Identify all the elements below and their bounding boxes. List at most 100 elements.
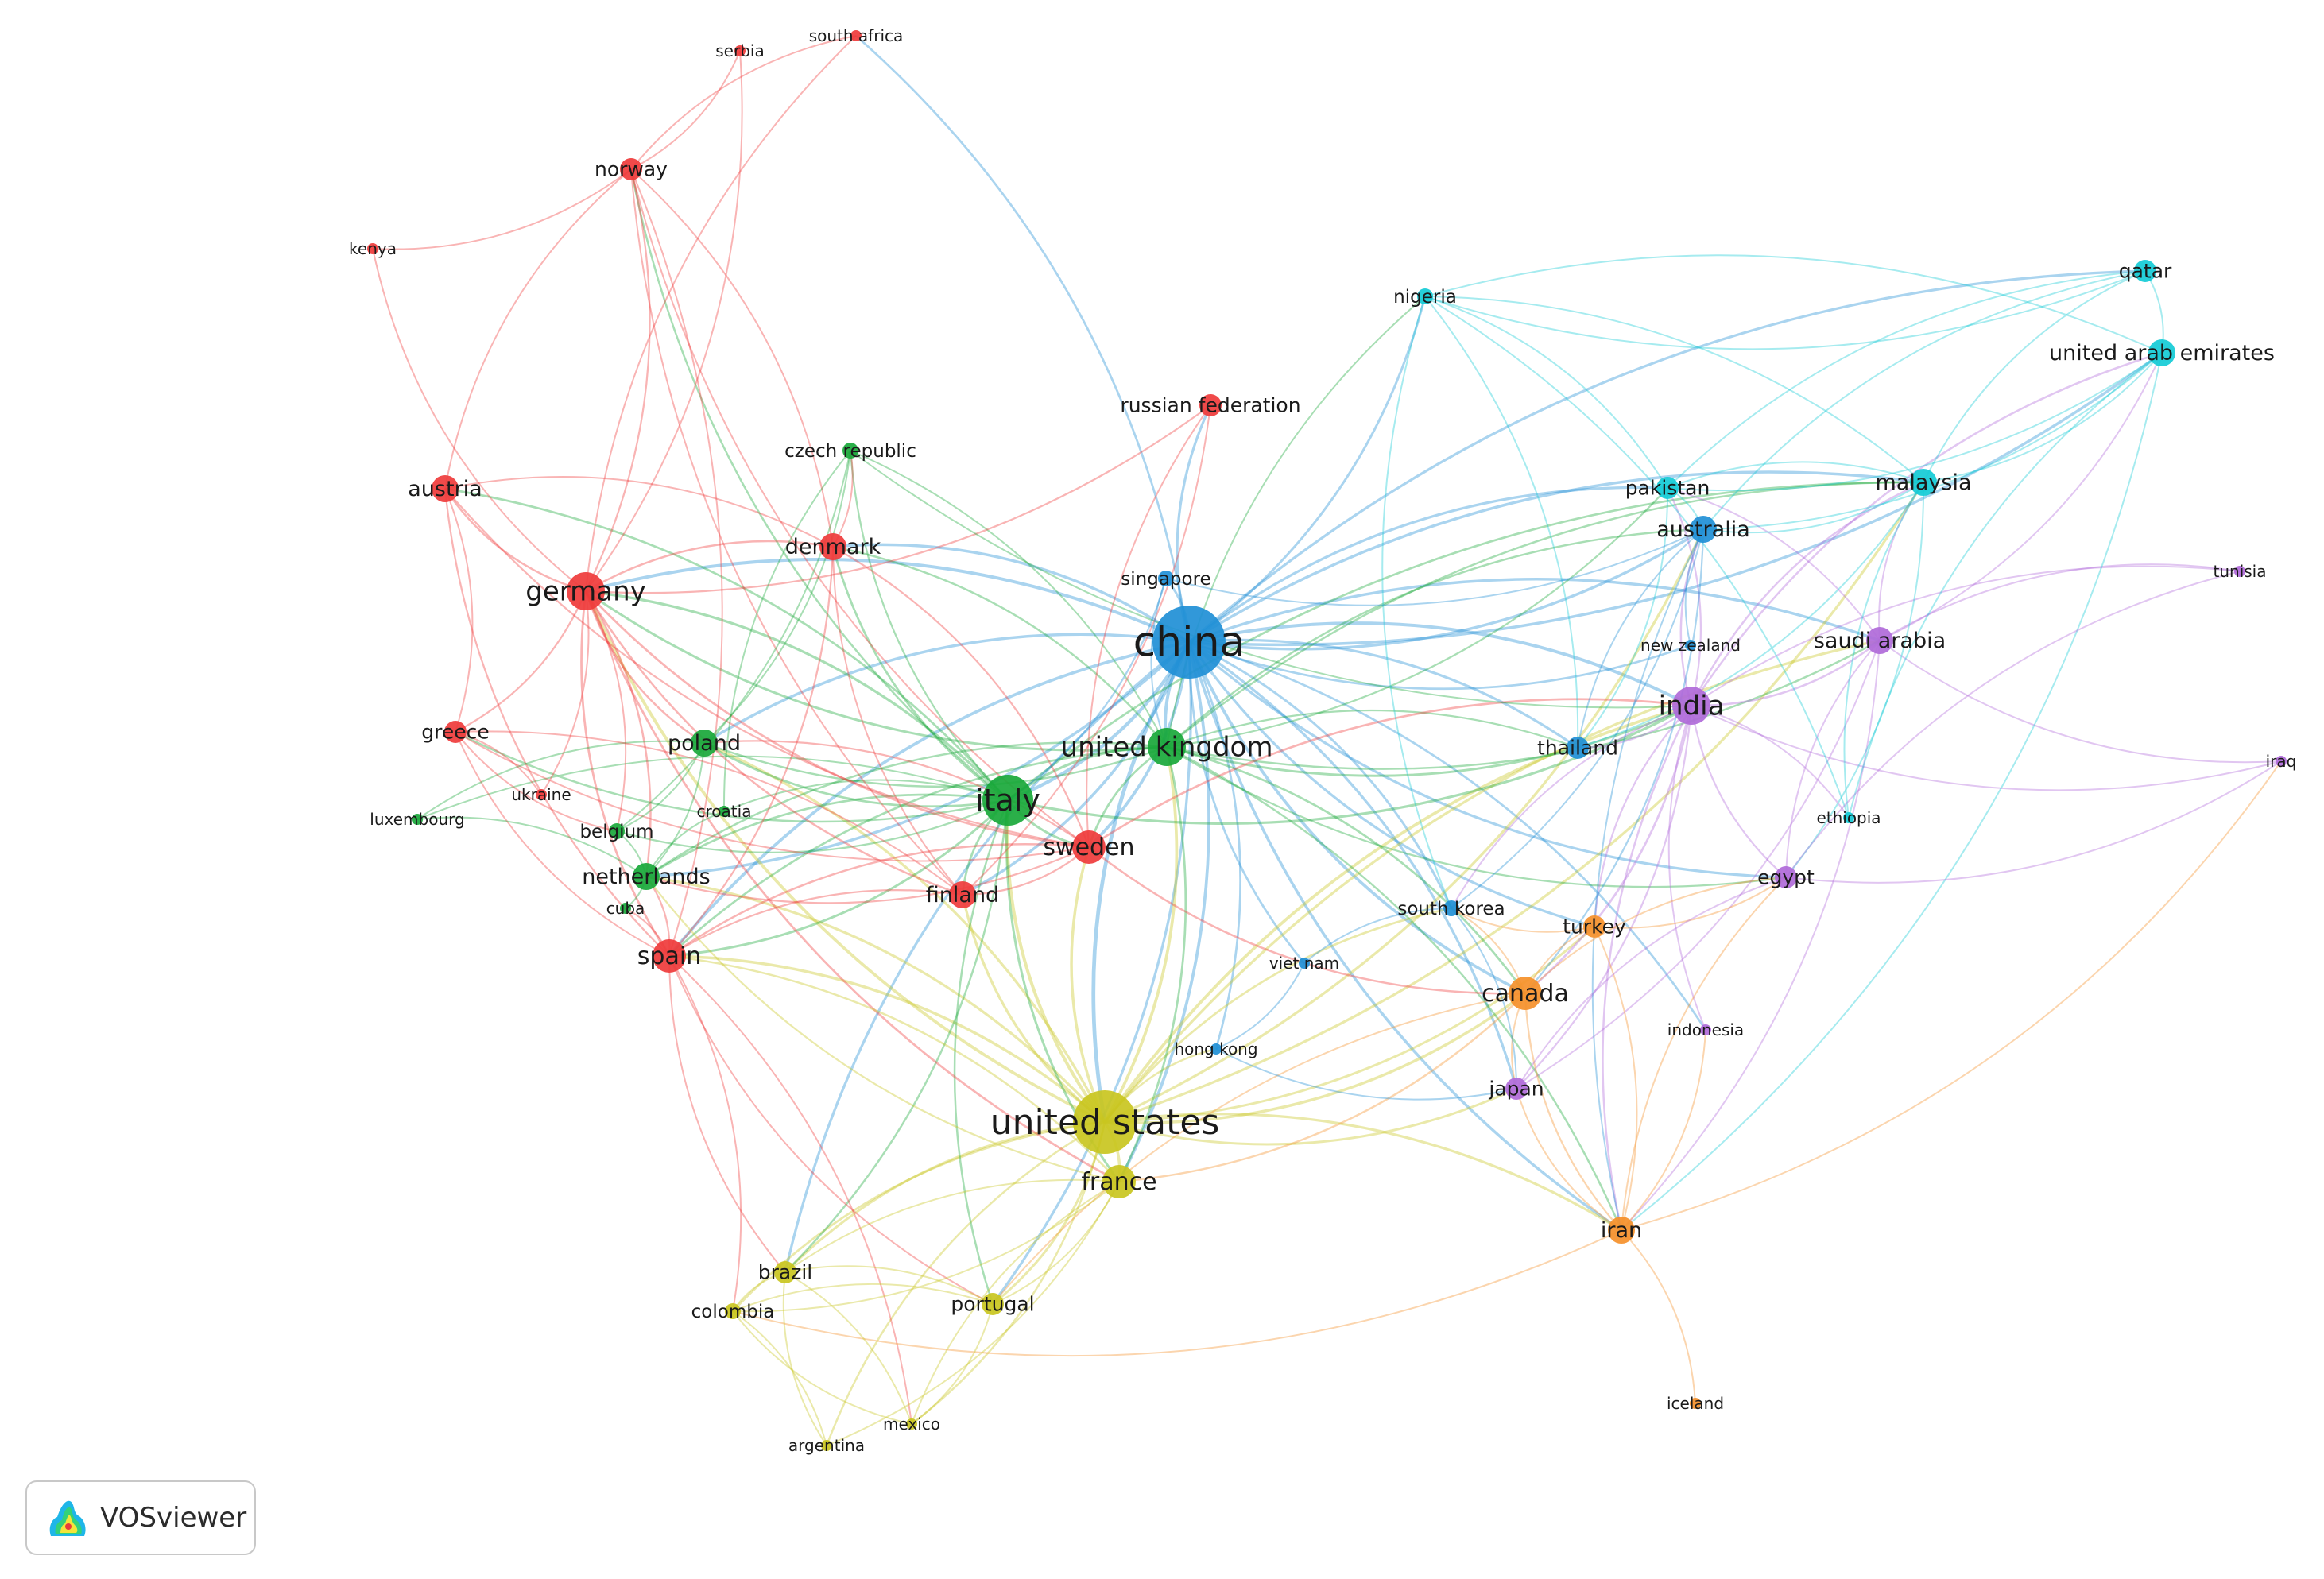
link-sweden-poland <box>703 740 1090 848</box>
link-united-states-sweden <box>1070 846 1106 1123</box>
link-greece-finland <box>455 730 963 896</box>
link-united-states-turkey <box>1104 925 1595 1124</box>
link-poland-belgium <box>616 742 705 832</box>
node-russian-federation[interactable] <box>1199 394 1222 416</box>
node-pakistan[interactable] <box>1656 477 1679 499</box>
link-china-saudi-arabia <box>1188 578 1881 644</box>
node-indonesia[interactable] <box>1700 1024 1711 1035</box>
node-label-australia: australia <box>1656 517 1750 542</box>
node-iran[interactable] <box>1608 1217 1635 1244</box>
link-china-south-korea <box>1188 641 1453 909</box>
node-label-greece: greece <box>421 721 490 744</box>
vosviewer-logo-icon <box>49 1500 86 1536</box>
node-denmark[interactable] <box>819 533 846 560</box>
node-new-zealand[interactable] <box>1685 640 1696 651</box>
node-china[interactable] <box>1152 606 1226 679</box>
node-egypt[interactable] <box>1775 866 1797 888</box>
node-iraq[interactable] <box>2276 756 2287 767</box>
node-qatar[interactable] <box>2134 260 2156 282</box>
node-label-brazil: brazil <box>758 1261 812 1284</box>
node-iceland[interactable] <box>1690 1398 1701 1409</box>
node-viet-nam[interactable] <box>1299 958 1310 969</box>
node-brazil[interactable] <box>774 1261 796 1283</box>
node-label-singapore: singapore <box>1121 569 1210 590</box>
link-saudi-arabia-tunisia <box>1879 563 2241 641</box>
link-united-kingdom-australia <box>1166 528 1704 748</box>
node-canada[interactable] <box>1509 977 1542 1010</box>
link-nigeria-ethiopia <box>1424 296 1850 819</box>
node-mexico[interactable] <box>906 1418 917 1430</box>
link-portugal-colombia <box>732 1283 994 1312</box>
link-spain-greece <box>455 731 670 957</box>
node-tunisia[interactable] <box>2234 566 2245 577</box>
node-malaysia[interactable] <box>1910 469 1937 496</box>
link-united-kingdom-saudi-arabia <box>1166 639 1881 770</box>
node-italy[interactable] <box>982 775 1033 826</box>
node-turkey[interactable] <box>1583 915 1605 938</box>
node-norway[interactable] <box>620 158 642 180</box>
node-label-canada: canada <box>1482 980 1569 1008</box>
link-austria-denmark <box>444 476 834 548</box>
node-nigeria[interactable] <box>1417 288 1433 304</box>
link-germany-spain <box>580 590 671 957</box>
link-india-australia <box>1679 528 1705 706</box>
link-italy-portugal <box>953 799 1009 1305</box>
node-ukraine[interactable] <box>536 789 547 800</box>
node-netherlands[interactable] <box>633 863 660 890</box>
node-label-belgium: belgium <box>579 822 653 842</box>
node-japan[interactable] <box>1505 1078 1528 1100</box>
node-label-turkey: turkey <box>1563 915 1626 938</box>
node-singapore[interactable] <box>1158 571 1174 586</box>
link-south-korea-viet-nam <box>1303 908 1452 964</box>
node-france[interactable] <box>1102 1165 1136 1198</box>
node-sweden[interactable] <box>1072 830 1106 864</box>
node-label-argentina: argentina <box>788 1436 865 1455</box>
node-serbia[interactable] <box>734 45 746 56</box>
node-thailand[interactable] <box>1567 737 1589 759</box>
node-label-ukraine: ukraine <box>511 785 571 804</box>
link-canada-france <box>1118 993 1526 1183</box>
node-kenya[interactable] <box>367 243 378 254</box>
link-united-kingdom-india <box>1166 704 1692 777</box>
node-cuba[interactable] <box>620 903 631 914</box>
node-belgium[interactable] <box>609 823 625 839</box>
node-argentina[interactable] <box>821 1440 832 1451</box>
node-south-africa[interactable] <box>850 30 862 41</box>
link-viet-nam-hong-kong <box>1215 962 1305 1050</box>
node-label-colombia: colombia <box>691 1302 775 1322</box>
node-united-kingdom[interactable] <box>1148 728 1186 766</box>
node-portugal[interactable] <box>982 1293 1004 1315</box>
node-australia[interactable] <box>1690 516 1717 543</box>
link-malaysia-nigeria <box>1424 296 1924 483</box>
link-china-thailand <box>1188 638 1578 749</box>
node-luxembourg[interactable] <box>412 814 423 825</box>
link-sweden-india <box>1088 698 1692 849</box>
link-singapore-united-kingdom <box>1150 578 1168 748</box>
node-greece[interactable] <box>444 721 467 743</box>
node-finland[interactable] <box>949 881 976 908</box>
link-norway-spain <box>630 168 723 957</box>
node-india[interactable] <box>1672 687 1710 725</box>
link-united-kingdom-poland <box>703 741 1168 788</box>
node-ethiopia[interactable] <box>1843 812 1854 823</box>
node-united-states[interactable] <box>1073 1090 1137 1154</box>
node-poland[interactable] <box>691 730 718 757</box>
node-croatia[interactable] <box>719 806 730 817</box>
node-germany[interactable] <box>567 572 605 610</box>
node-hong-kong[interactable] <box>1210 1043 1222 1055</box>
node-label-france: france <box>1081 1168 1156 1196</box>
node-czech-republic[interactable] <box>842 443 858 459</box>
node-label-kenya: kenya <box>349 239 397 258</box>
link-united-kingdom-germany <box>585 590 1168 752</box>
node-south-korea[interactable] <box>1443 900 1459 916</box>
node-united-arab-emirates[interactable] <box>2148 339 2175 366</box>
link-united-kingdom-france <box>1117 746 1187 1182</box>
node-colombia[interactable] <box>725 1303 741 1319</box>
link-spain-finland <box>668 889 963 957</box>
link-poland-netherlands <box>645 742 705 877</box>
node-saudi-arabia[interactable] <box>1866 627 1893 654</box>
node-spain[interactable] <box>653 939 686 973</box>
link-germany-russian-federation <box>585 404 1211 594</box>
link-norway-sweden <box>630 168 1090 848</box>
node-austria[interactable] <box>432 475 459 502</box>
